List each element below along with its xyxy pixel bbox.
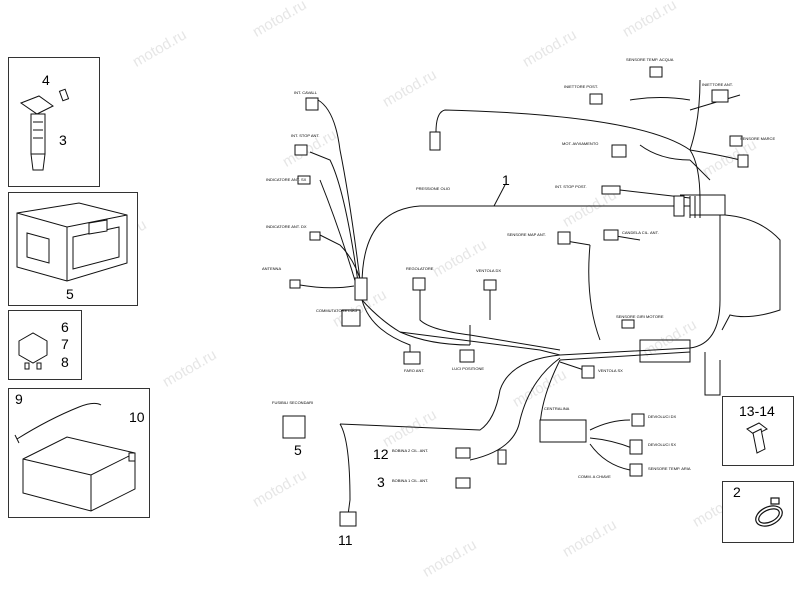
connector [557, 231, 571, 245]
connector-label: LUCI POSITIONE [452, 366, 484, 371]
battery-box[interactable]: 9 10 [8, 388, 150, 518]
connector [729, 135, 743, 147]
relay-box[interactable]: 5 [8, 192, 138, 306]
part-number-3: 3 [59, 132, 67, 148]
part-number-12: 12 [373, 446, 389, 462]
connector [483, 279, 497, 291]
connector-label: INIETTORE POST. [564, 84, 598, 89]
connector-label: CANDELA CIL. ANT. [622, 230, 659, 235]
ignition-coil-icon [19, 88, 70, 171]
connector-label: FARO ANT. [404, 368, 424, 373]
main-trunk-wire [361, 205, 690, 286]
part-number-13-14: 13-14 [739, 403, 775, 419]
connector-label: SENSORE MAP ANT. [507, 232, 546, 237]
connector-label: SENSORE GIRI MOTORE [616, 314, 664, 319]
connector-label: MOT. AVVIAMENTO [562, 141, 598, 146]
clamp-box[interactable]: 2 [722, 481, 794, 543]
connector-label: REGOLATORE [406, 266, 434, 271]
connector [601, 185, 621, 195]
connector-label: PRESSIONE OLIO [416, 186, 450, 191]
screw-box[interactable]: 13-14 [722, 396, 794, 466]
connector-label: VENTOLA DX [476, 268, 501, 273]
connector [611, 144, 627, 158]
part-number-3: 3 [377, 474, 385, 490]
connector-label: INT. STOP ANT. [291, 133, 320, 138]
connector [589, 93, 603, 105]
part-number-10: 10 [129, 409, 145, 425]
hose-clamp-icon [755, 497, 783, 527]
connector-label: INT. STOP POST. [555, 184, 587, 189]
ignition-coil-box[interactable]: 4 3 [8, 57, 100, 187]
connector [649, 66, 663, 78]
connector-label: SENSORE TEMP. ARIA [648, 466, 691, 471]
connector [631, 413, 645, 427]
connector-label: VENTOLA SX [598, 368, 623, 373]
connector [629, 463, 643, 477]
connector [455, 477, 471, 489]
connector-label: DEVIOLUCI SX [648, 442, 676, 447]
connector [673, 195, 685, 217]
connector-label: BOBINA 1 CIL. ANT. [392, 478, 428, 483]
connector [629, 439, 643, 455]
connector-label: FUSIBILI SECONDARI [272, 400, 313, 405]
connector [305, 97, 319, 111]
connector [289, 279, 301, 289]
connector-label: INIETTORE ANT. [702, 82, 733, 87]
connector [621, 319, 635, 329]
connector [459, 349, 475, 363]
connector [539, 419, 587, 443]
battery-icon [14, 402, 136, 512]
connector [737, 154, 749, 168]
screw-icon [746, 422, 768, 454]
connector [429, 131, 441, 151]
connector [339, 511, 357, 527]
connector [309, 231, 321, 241]
part-number-11: 11 [338, 532, 353, 548]
connector-label: COMM. A CHIAVE [578, 474, 611, 479]
fuse-icon [18, 332, 48, 370]
connector-label: COMMUTATORE LUCI [316, 308, 357, 313]
connector-label: BOBINA 2 CIL. ANT. [392, 448, 428, 453]
connector [581, 365, 595, 379]
connector [412, 277, 426, 291]
connector [497, 449, 507, 465]
connector-label: INDICATORE ANT. SX [266, 177, 307, 182]
part-number-1: 1 [502, 172, 510, 188]
connector [455, 447, 471, 459]
connector-label: INT. CAVALL [294, 90, 318, 95]
connector-label: SENSORE TEMP. ACQUA [626, 57, 674, 62]
connector-label: INDICATORE ANT. DX [266, 224, 307, 229]
connector [282, 415, 306, 439]
part-number-9: 9 [15, 391, 23, 407]
connector [294, 144, 308, 156]
part-number-8: 8 [61, 354, 69, 370]
part-number-5: 5 [66, 286, 74, 302]
connector-label: CENTRALINA [544, 406, 570, 411]
ecu-module-icon [16, 202, 128, 282]
part-number-6: 6 [61, 319, 69, 335]
connector [603, 229, 619, 241]
connector [297, 175, 311, 185]
part-number-4: 4 [42, 72, 50, 88]
connector [341, 309, 361, 327]
connector [354, 277, 368, 301]
fuse-box[interactable]: 6 7 8 [8, 310, 82, 380]
connector-label: DEVIOLUCI DX [648, 414, 677, 419]
part-number-2: 2 [733, 484, 741, 500]
part-number-7: 7 [61, 336, 69, 352]
connector [403, 351, 421, 365]
connector [711, 89, 729, 103]
part-number-5: 5 [294, 442, 302, 458]
connector-label: ANTENNA [262, 266, 281, 271]
connector-label: SENSORE MARCE [740, 136, 775, 141]
